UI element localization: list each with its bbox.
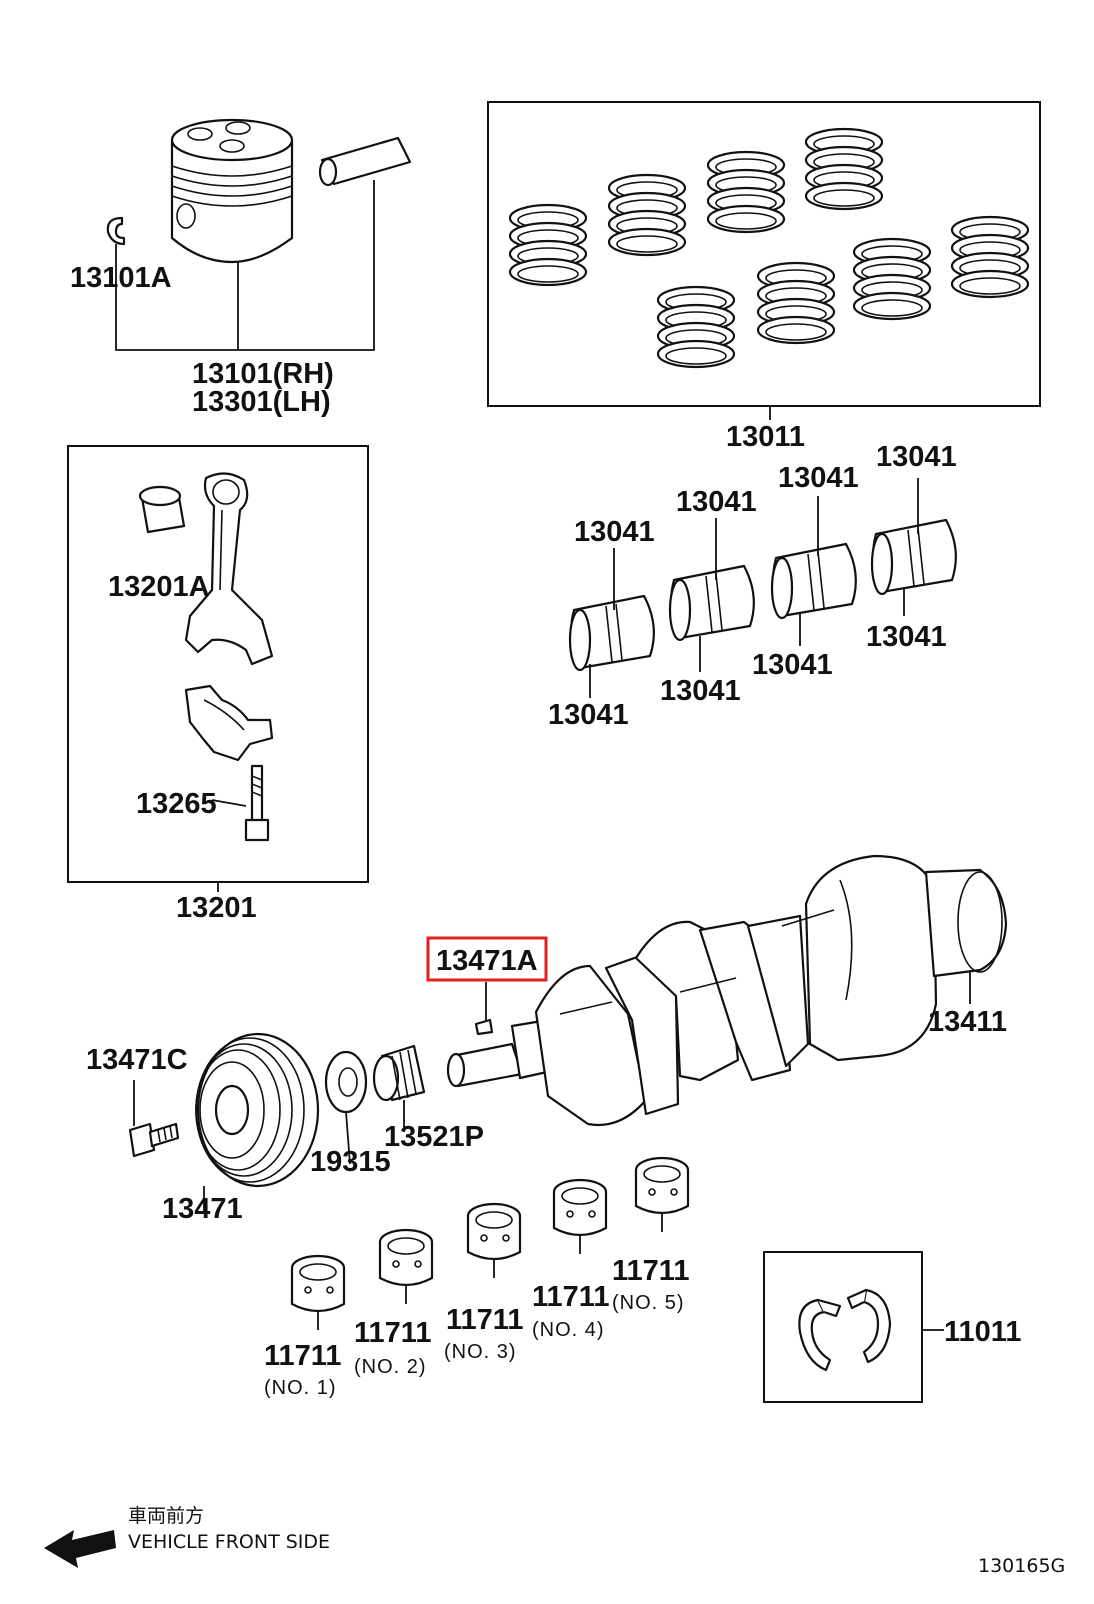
label-19315: 19315 [310, 1146, 391, 1178]
label-13041: 13041 [548, 699, 629, 731]
piston-assembly[interactable] [170, 118, 294, 264]
label-13041: 13041 [866, 621, 947, 653]
vehicle-front-arrow-icon [44, 1530, 116, 1568]
ring-set[interactable] [804, 127, 884, 211]
highlight-box-13471A [426, 936, 548, 982]
label-13011: 13011 [726, 421, 805, 453]
label-11711-no1: 11711 [264, 1340, 341, 1372]
label-11711-no2: 11711 [354, 1317, 431, 1349]
ring-set[interactable] [950, 215, 1030, 299]
label-13411: 13411 [928, 1006, 1007, 1038]
leaders-front [133, 1080, 405, 1212]
piston-pin[interactable] [318, 136, 412, 187]
thrust-washers[interactable] [798, 1288, 892, 1372]
conrod-bearing-13041[interactable] [668, 564, 755, 642]
crank-angle-sensor-plate[interactable] [324, 1050, 368, 1114]
direction-en: VEHICLE FRONT SIDE [128, 1531, 330, 1553]
conrod-bushing[interactable] [138, 485, 186, 534]
label-13041: 13041 [660, 675, 741, 707]
main-bearings[interactable] [290, 1156, 690, 1330]
label-11011: 11011 [944, 1316, 1021, 1348]
ring-set[interactable] [607, 173, 687, 257]
label-no1: (NO. 1) [264, 1377, 337, 1399]
label-no4: (NO. 4) [532, 1319, 605, 1341]
conrod-bearing-13041[interactable] [770, 542, 857, 620]
piston-ring-sets[interactable] [508, 127, 1030, 369]
label-13301: 13301(LH) [192, 386, 331, 418]
crankshaft-pulley[interactable] [195, 1032, 320, 1188]
direction-jp: 車両前方 [128, 1505, 204, 1527]
label-11711-no4: 11711 [532, 1281, 609, 1313]
labels-13041: 13041 13041 13041 13041 13041 13041 13041 13041 [548, 441, 957, 731]
ring-set[interactable] [508, 203, 588, 287]
label-13041: 13041 [676, 486, 757, 518]
snap-ring-13101A[interactable] [106, 216, 126, 246]
connecting-rod[interactable] [184, 472, 274, 666]
main-bearing-11711[interactable] [634, 1156, 690, 1232]
label-11711-no5: 11711 [612, 1255, 689, 1287]
main-bearing-11711[interactable] [552, 1178, 608, 1254]
conrod-cap[interactable] [184, 684, 274, 762]
ring-set[interactable] [756, 261, 836, 345]
label-13041: 13041 [778, 462, 859, 494]
pulley-bolt[interactable] [128, 1122, 180, 1158]
figure-id: 130165G [978, 1555, 1065, 1577]
crankshaft[interactable] [446, 854, 1008, 1126]
label-11711-no3: 11711 [446, 1304, 523, 1336]
conrod-bearings[interactable] [568, 518, 957, 672]
ring-set[interactable] [706, 150, 786, 234]
label-13041: 13041 [752, 649, 833, 681]
main-bearing-11711[interactable] [378, 1228, 434, 1304]
label-13471: 13471 [162, 1193, 243, 1225]
thrust-washer-box [763, 1251, 923, 1403]
main-bearing-labels: 11711 (NO. 1) 11711 (NO. 2) 11711 (NO. 3… [264, 1255, 689, 1399]
leader-13265 [211, 799, 247, 807]
label-13201A: 13201A [108, 571, 210, 603]
label-13101: 13101(RH) [192, 358, 334, 390]
label-13201: 13201 [176, 892, 257, 924]
conrod-bolt[interactable] [244, 764, 270, 842]
ring-set-box [487, 101, 1041, 407]
label-13041: 13041 [574, 516, 655, 548]
label-13041: 13041 [876, 441, 957, 473]
ring-set[interactable] [852, 237, 932, 321]
label-13471C: 13471C [86, 1044, 188, 1076]
crankshaft-timing-gear[interactable] [372, 1044, 426, 1102]
ring-set[interactable] [656, 285, 736, 369]
label-no2: (NO. 2) [354, 1356, 427, 1378]
label-no5: (NO. 5) [612, 1292, 685, 1314]
label-13265: 13265 [136, 788, 217, 820]
main-bearing-11711[interactable] [466, 1202, 522, 1278]
label-13471A[interactable]: 13471A [436, 945, 538, 977]
conrod-bearing-13041[interactable] [870, 518, 957, 596]
crank-key-13471A[interactable] [474, 1018, 494, 1036]
main-bearing-11711[interactable] [290, 1254, 346, 1330]
label-13101A: 13101A [70, 262, 172, 294]
leader-piston [115, 180, 375, 351]
label-no3: (NO. 3) [444, 1341, 517, 1363]
conrod-bearing-13041[interactable] [568, 594, 655, 672]
label-13521P: 13521P [384, 1121, 484, 1153]
